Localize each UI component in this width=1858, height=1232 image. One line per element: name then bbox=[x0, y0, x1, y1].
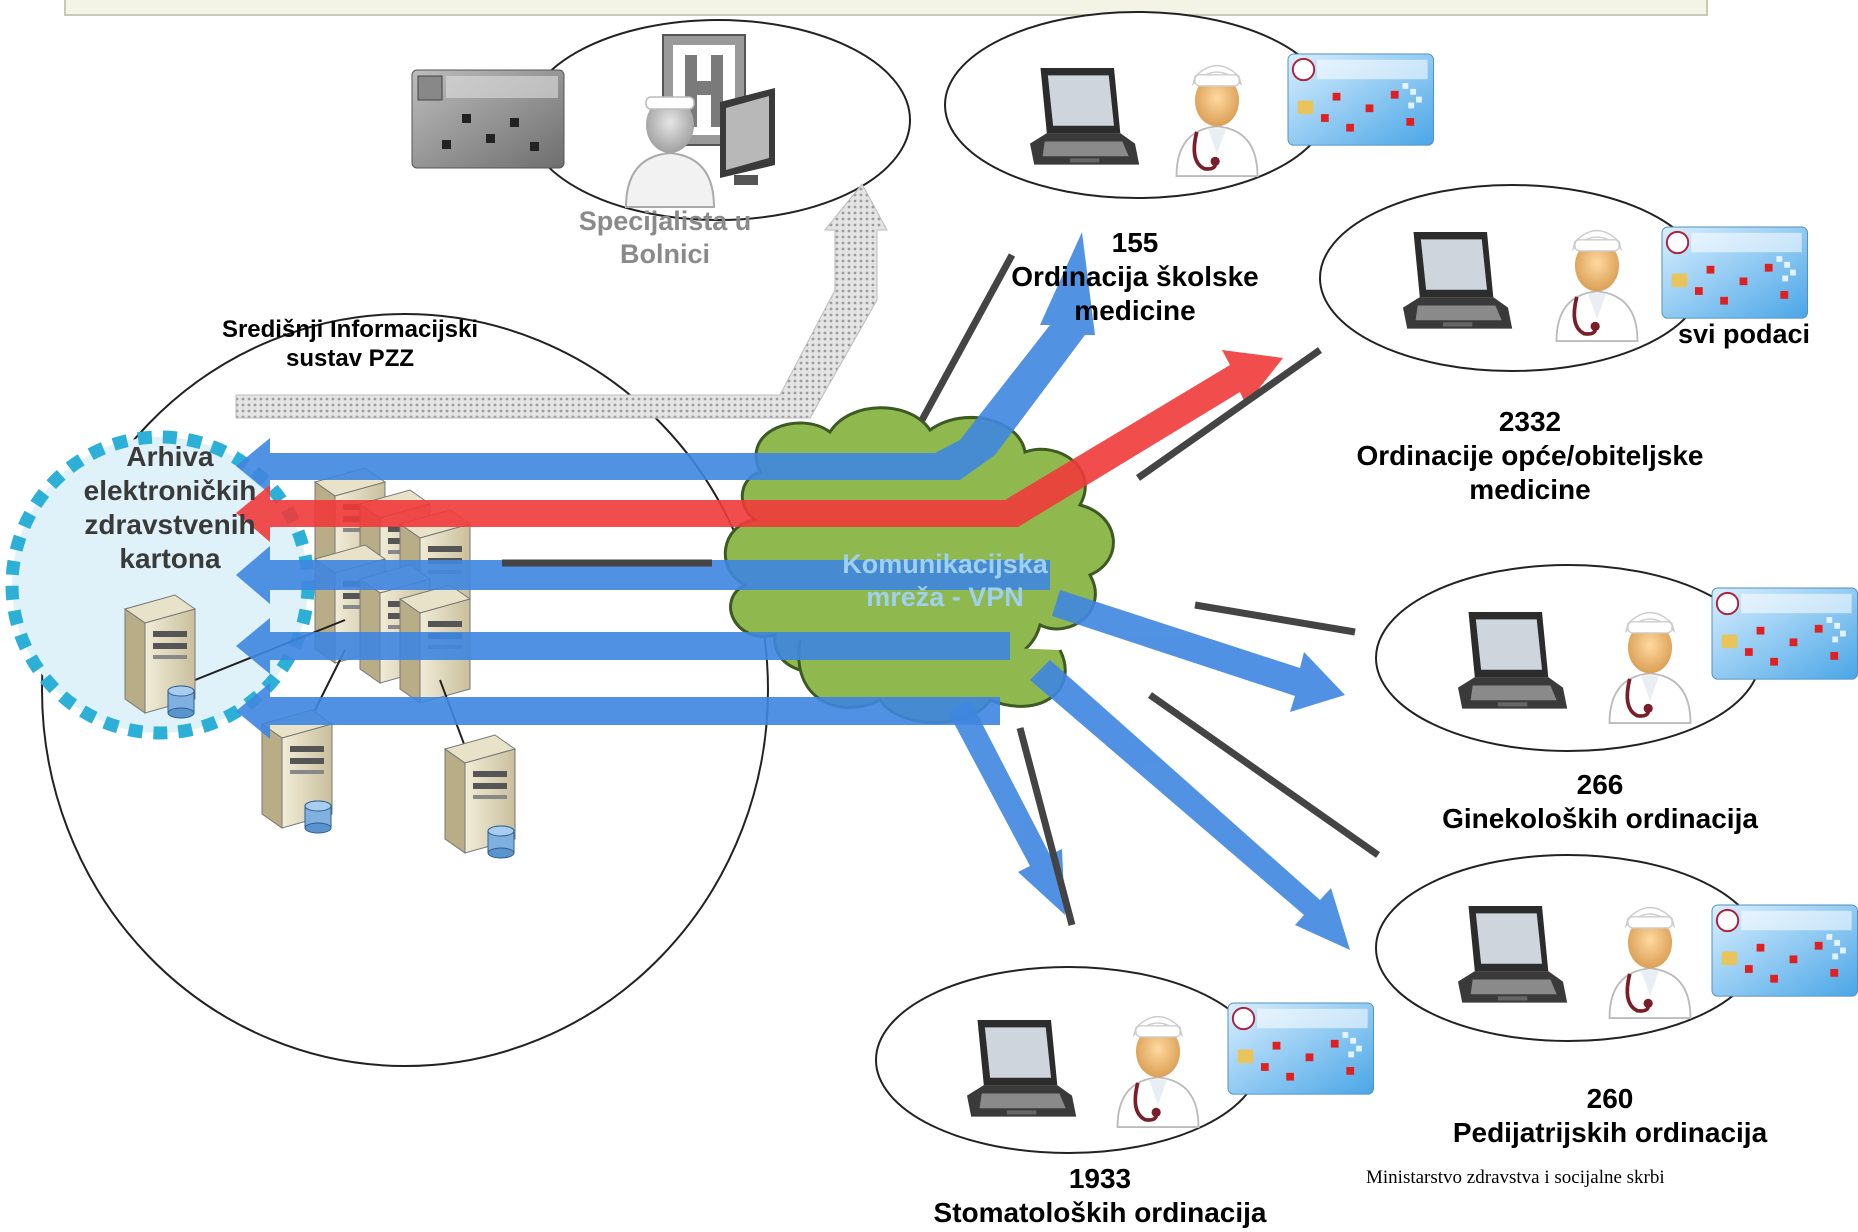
practice-dental-name: Stomatoloških ordinacija bbox=[933, 1197, 1267, 1229]
blue-arrows-right bbox=[948, 590, 1350, 950]
db-server-2 bbox=[445, 735, 515, 858]
central-system-title: Središnji Informacijski sustav PZZ bbox=[221, 316, 479, 373]
practice-gyn-name: Ginekoloških ordinacija bbox=[1442, 803, 1758, 835]
specialist-label: Specijalista u Bolnici bbox=[578, 206, 752, 269]
practice-gp-count: 2332 bbox=[1498, 406, 1562, 437]
all-data-label: svi podaci bbox=[1677, 319, 1811, 349]
network-label: Komunikacijska mreža - VPN bbox=[842, 549, 1048, 612]
top-banner bbox=[64, 0, 1708, 16]
archive-label: Arhiva elektroničkih zdravstvenih karton… bbox=[83, 441, 257, 575]
practice-ped-count: 260 bbox=[1586, 1083, 1634, 1114]
practice-gp bbox=[1319, 184, 1809, 372]
practice-school-label: 155 Ordinacija školske medicine bbox=[960, 226, 1310, 328]
footer-ministry: Ministarstvo zdravstva i socijalne skrbi bbox=[1366, 1167, 1665, 1188]
blue-arrows-left bbox=[236, 232, 1095, 739]
monitor-icon bbox=[720, 88, 775, 185]
red-arrow-to-gp bbox=[236, 350, 1283, 542]
practice-gyn-label: 266 Ginekoloških ordinacija bbox=[1400, 768, 1800, 836]
gray-arrow-to-specialist bbox=[235, 183, 888, 419]
db-server-archive bbox=[125, 595, 195, 718]
practice-ped-label: 260 Pedijatrijskih ordinacija bbox=[1410, 1082, 1810, 1150]
practice-ped bbox=[1375, 854, 1858, 1042]
practice-dental-count: 1933 bbox=[1068, 1163, 1132, 1194]
practice-gyn bbox=[1375, 564, 1858, 752]
practice-gp-label: 2332 Ordinacije opće/obiteljske medicine bbox=[1320, 405, 1740, 507]
connector-lines bbox=[502, 253, 1381, 926]
practice-school bbox=[944, 11, 1435, 199]
practice-school-count: 155 bbox=[1111, 227, 1159, 258]
practice-dental bbox=[875, 966, 1375, 1154]
practice-dental-label: 1933 Stomatoloških ordinacija bbox=[900, 1162, 1300, 1230]
gray-health-card-icon bbox=[411, 69, 565, 169]
practice-gp-name: Ordinacije opće/obiteljske medicine bbox=[1356, 440, 1704, 506]
practice-school-name: Ordinacija školske medicine bbox=[1011, 261, 1259, 327]
specialist-doctor-icon bbox=[624, 96, 716, 208]
db-server-1 bbox=[262, 710, 332, 833]
practice-gyn-count: 266 bbox=[1576, 769, 1624, 800]
practice-ped-name: Pedijatrijskih ordinacija bbox=[1452, 1117, 1768, 1149]
